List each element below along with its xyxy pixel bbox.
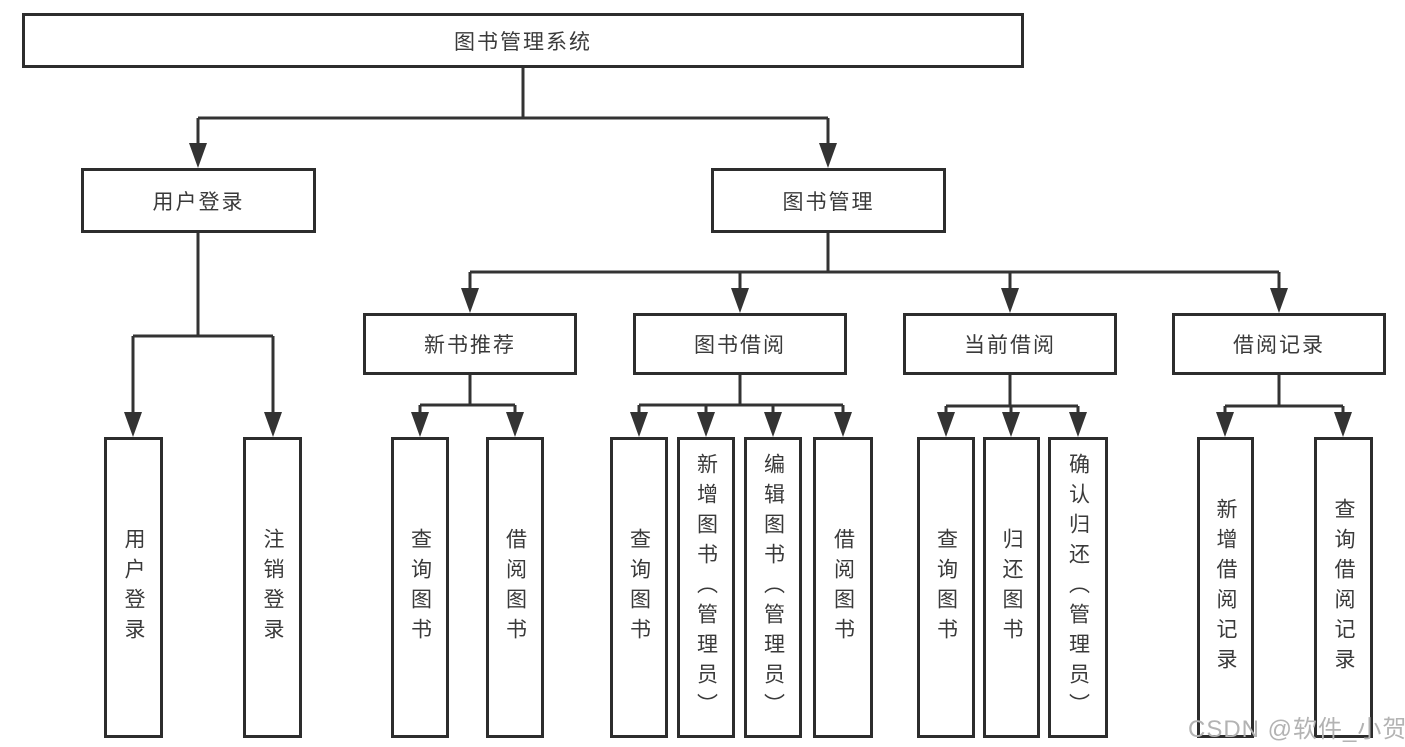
node-user-login: 用户登录 — [81, 168, 316, 233]
node-label: 借阅记录 — [1233, 334, 1325, 357]
node-label: 当前借阅 — [964, 334, 1056, 357]
node-label: 归还图书 — [1000, 527, 1023, 648]
node-label: 图书借阅 — [694, 334, 786, 357]
connector-lines — [131, 68, 1345, 413]
leaf-add-borrow-record: 新增借阅记录 — [1197, 437, 1254, 738]
node-current-borrow: 当前借阅 — [903, 313, 1117, 375]
node-label: 查询图书 — [934, 527, 958, 648]
leaf-add-book-admin: 新增图书（管理员） — [677, 437, 735, 738]
leaf-logout: 注销登录 — [243, 437, 302, 738]
node-label: 借阅图书 — [831, 527, 855, 648]
node-label: 查询图书 — [627, 527, 651, 648]
csdn-watermark: CSDN @软件_小贺同学 — [1188, 716, 1405, 743]
leaf-edit-book-admin: 编辑图书（管理员） — [744, 437, 802, 738]
node-label: 图书管理 — [782, 190, 875, 214]
node-label: 查询借阅记录 — [1332, 497, 1355, 678]
node-label: 新增图书（管理员） — [694, 452, 718, 723]
leaf-return-book: 归还图书 — [983, 437, 1040, 738]
node-new-book-recommend: 新书推荐 — [363, 313, 577, 375]
leaf-user-login: 用户登录 — [104, 437, 163, 738]
arrowheads — [124, 143, 1352, 437]
leaf-borrow-book-recommend: 借阅图书 — [486, 437, 544, 738]
node-label: 注销登录 — [261, 527, 284, 648]
node-book-borrow: 图书借阅 — [633, 313, 847, 375]
leaf-query-borrow-record: 查询借阅记录 — [1314, 437, 1373, 738]
leaf-borrow-book: 借阅图书 — [813, 437, 873, 738]
node-label: 图书管理系统 — [454, 30, 592, 54]
node-label: 新书推荐 — [424, 334, 516, 357]
node-root: 图书管理系统 — [22, 13, 1024, 68]
node-label: 编辑图书（管理员） — [761, 452, 785, 723]
node-label: 用户登录 — [122, 527, 145, 648]
node-label: 用户登录 — [152, 190, 245, 214]
node-label: 查询图书 — [408, 527, 432, 648]
node-label: 新增借阅记录 — [1214, 497, 1237, 678]
leaf-query-book-borrow: 查询图书 — [610, 437, 668, 738]
leaf-query-book-recommend: 查询图书 — [391, 437, 449, 738]
leaf-query-book-current: 查询图书 — [917, 437, 975, 738]
node-label: 借阅图书 — [503, 527, 527, 648]
node-book-management: 图书管理 — [711, 168, 946, 233]
node-label: 确认归还（管理员） — [1066, 452, 1090, 723]
node-borrow-records: 借阅记录 — [1172, 313, 1386, 375]
leaf-confirm-return-admin: 确认归还（管理员） — [1048, 437, 1108, 738]
